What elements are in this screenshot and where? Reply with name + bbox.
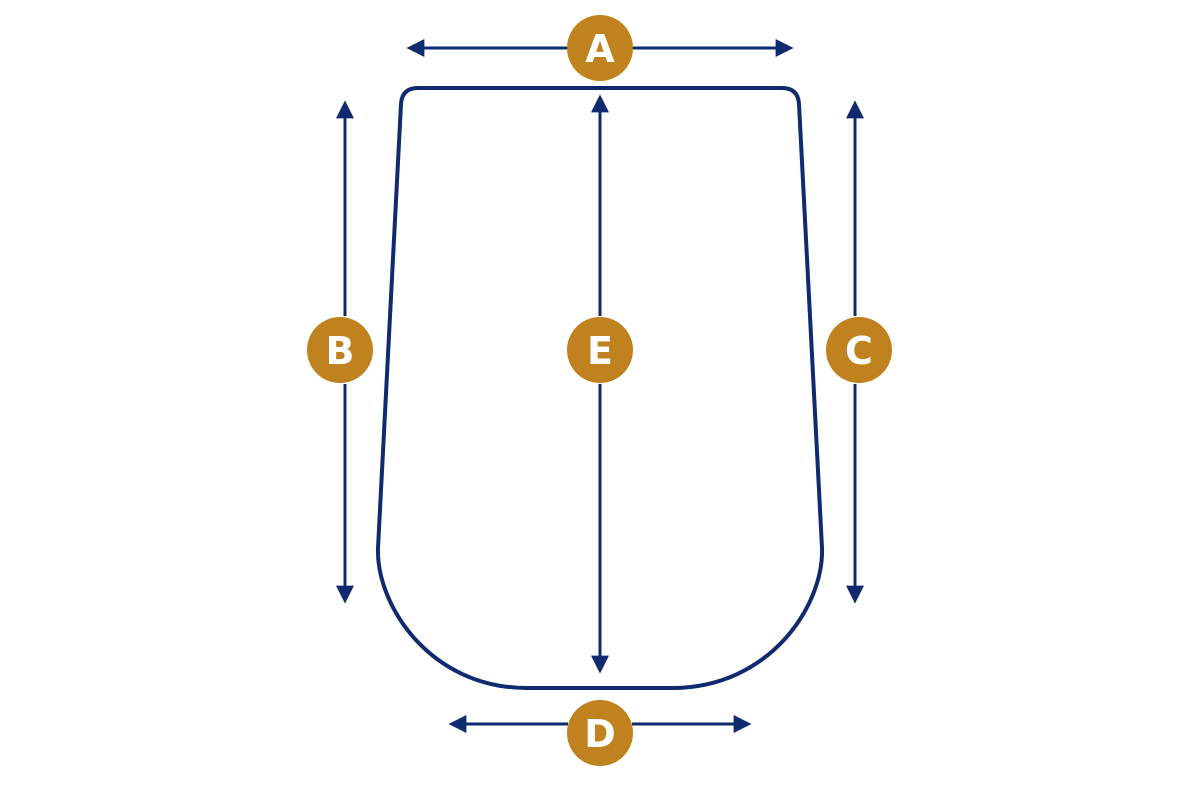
label-c-badge: C xyxy=(826,317,892,383)
label-b-text: B xyxy=(326,329,355,373)
label-b-badge: B xyxy=(307,317,373,383)
label-a-badge: A xyxy=(567,15,633,81)
shape-outline xyxy=(375,86,825,690)
label-d-text: D xyxy=(584,712,616,756)
label-a-text: A xyxy=(585,27,615,71)
label-e-badge: E xyxy=(567,317,633,383)
label-e-text: E xyxy=(587,329,613,373)
label-c-text: C xyxy=(845,329,873,373)
label-d-badge: D xyxy=(567,700,633,766)
